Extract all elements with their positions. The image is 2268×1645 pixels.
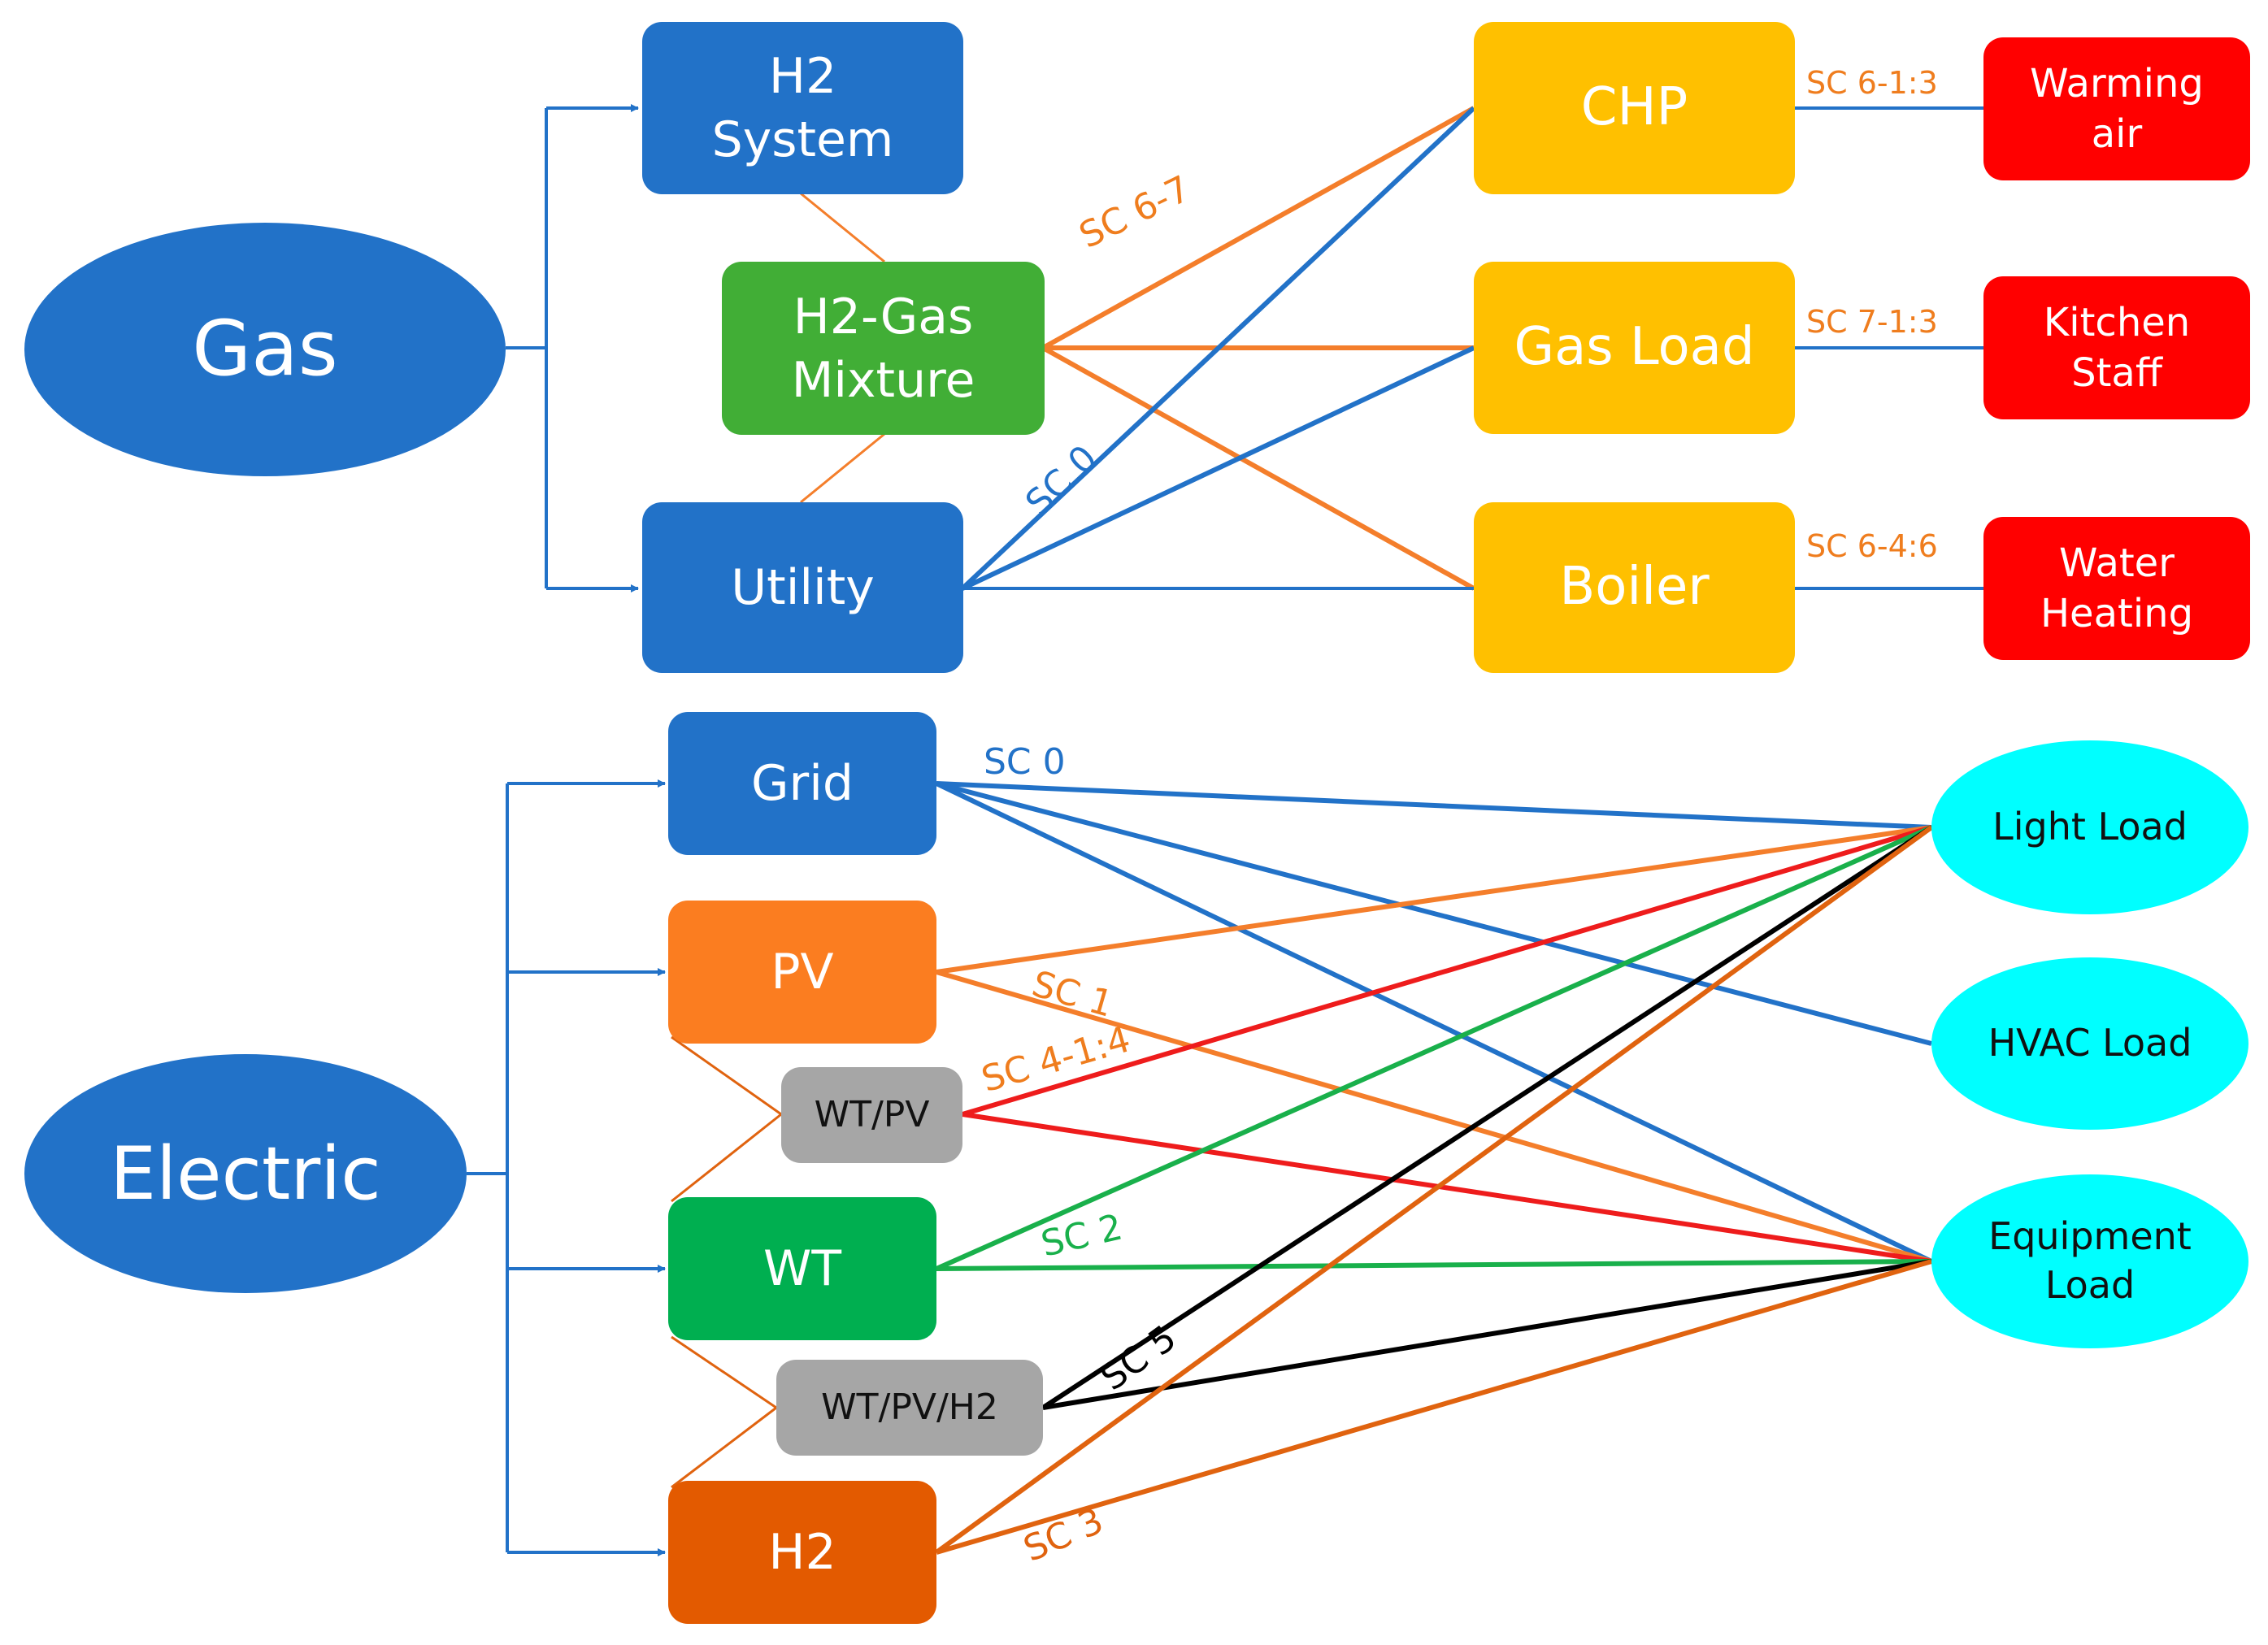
gas-output-lines bbox=[1793, 106, 1983, 590]
label-sc-0-elec: SC 0 bbox=[984, 741, 1066, 783]
mixture-lines bbox=[1041, 106, 1475, 591]
utility-node: Utility bbox=[642, 502, 963, 673]
boiler-node: Boiler bbox=[1474, 502, 1795, 673]
grid-lines bbox=[935, 781, 1933, 1264]
gas-load-node: Gas Load bbox=[1474, 262, 1795, 434]
equipment-load-node: Equipment Load bbox=[1931, 1174, 2248, 1348]
label-sc-6-1-3: SC 6-1:3 bbox=[1806, 65, 1938, 101]
mixture-links bbox=[800, 192, 885, 504]
wt-pv-h2-node: WT/PV/H2 bbox=[776, 1360, 1043, 1456]
label-sc-7-1-3: SC 7-1:3 bbox=[1806, 304, 1938, 340]
h2-lines bbox=[935, 825, 1933, 1555]
h2-gas-mixture-node: H2-Gas Mixture bbox=[722, 262, 1045, 435]
electric-node: Electric bbox=[24, 1054, 467, 1293]
wtpv-lines bbox=[962, 825, 1932, 1264]
warming-air-node: Warming air bbox=[1983, 37, 2250, 180]
electric-bracket bbox=[467, 779, 666, 1556]
gas-bracket bbox=[506, 104, 639, 592]
wtpvh2-lines bbox=[1041, 825, 1933, 1410]
h2-system-node: H2 System bbox=[642, 22, 963, 194]
wt-node: WT bbox=[668, 1197, 936, 1340]
hybrid-links bbox=[671, 1035, 782, 1489]
pv-lines bbox=[936, 825, 1932, 1264]
label-sc-6-4-6: SC 6-4:6 bbox=[1806, 528, 1938, 564]
grid-node: Grid bbox=[668, 712, 936, 855]
kitchen-staff-node: Kitchen Staff bbox=[1983, 276, 2250, 419]
gas-node: Gas bbox=[24, 223, 506, 476]
chp-node: CHP bbox=[1474, 22, 1795, 194]
wt-lines bbox=[935, 825, 1933, 1271]
water-heating-node: Water Heating bbox=[1983, 517, 2250, 660]
light-load-node: Light Load bbox=[1931, 740, 2248, 914]
wt-pv-node: WT/PV bbox=[781, 1067, 962, 1163]
utility-lines bbox=[960, 106, 1476, 591]
h2-node: H2 bbox=[668, 1481, 936, 1624]
pv-node: PV bbox=[668, 901, 936, 1044]
hvac-load-node: HVAC Load bbox=[1931, 957, 2248, 1130]
